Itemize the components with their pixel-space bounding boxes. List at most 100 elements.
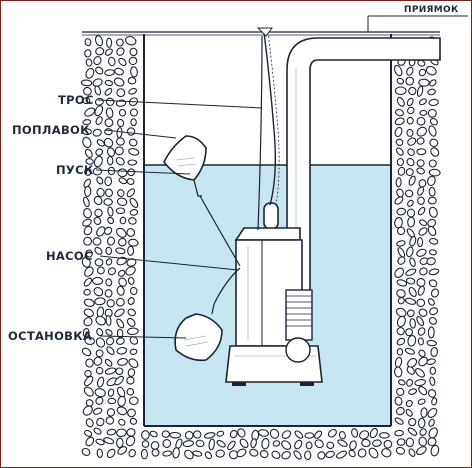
gravel-stone [126,178,134,186]
gravel-stone [406,309,415,318]
gravel-stone [429,138,439,148]
gravel-stone [192,450,202,457]
gravel-stone [407,427,418,437]
gravel-stone [117,396,126,407]
gravel-stone [114,145,125,156]
gravel-stone [394,367,402,378]
gravel-stone [129,397,138,405]
gravel-stone [216,430,224,436]
gravel-stone [92,55,102,65]
gravel-stone [380,447,392,458]
gravel-stone [83,298,95,308]
label-pump: НАСОС [46,249,93,263]
label-rope: ТРОС [58,93,94,107]
gravel-stone [105,328,113,336]
gravel-stone [127,328,138,335]
gravel-stone [83,265,95,277]
gravel-stone [108,398,116,404]
gravel-stone [106,448,117,459]
gravel-stone [406,157,416,167]
gravel-stone [118,177,127,185]
gravel-stone [107,38,112,47]
gravel-stone [406,97,414,106]
gravel-stone [429,187,436,196]
gravel-stone [125,435,137,447]
gravel-stone [93,356,103,366]
gravel-stone [335,450,347,460]
gravel-stone [84,436,95,447]
gravel-stone [417,206,426,216]
gravel-stone [394,357,402,368]
gravel-stone [115,137,125,147]
gravel-stone [104,198,113,205]
gravel-stone [396,279,407,287]
gravel-stone [281,429,292,440]
gravel-stone [127,168,136,177]
gravel-stone [126,227,136,237]
gravel-stone [104,87,113,96]
gravel-stone [83,208,93,219]
gravel-stone [259,449,269,459]
gravel-stone [81,136,92,149]
gravel-stone [415,126,428,138]
gravel-stone [395,138,404,146]
gravel-stone [418,68,427,77]
gravel-stone [130,287,138,296]
gravel-stone [128,138,138,147]
gravel-stone [126,187,136,198]
gravel-stone [429,117,438,126]
gravel-stone [395,446,405,455]
gravel-stone [95,417,105,427]
gravel-stone [419,219,428,227]
gravel-stone [94,297,105,305]
gravel-stone [394,117,405,126]
gravel-stone [104,69,114,76]
label-pit: ПРИЯМОК [404,5,459,15]
gravel-stone [249,448,259,457]
gravel-stone [115,46,125,56]
gravel-stone [393,266,405,279]
gravel-stone [417,285,426,296]
gravel-stone [396,255,406,265]
gravel-stone [418,179,427,188]
gravel-stone [128,160,137,165]
gravel-stone [416,186,424,196]
gravel-stone [414,379,426,387]
gravel-stone [428,109,436,117]
gravel-stone [417,149,426,155]
gravel-stone [116,337,125,345]
gravel-stone [427,298,435,307]
gravel-stone [141,449,147,459]
gravel-stone [163,439,171,447]
gravel-stone [417,159,425,166]
gravel-stone [130,66,138,77]
gravel-stone [396,315,407,327]
gravel-stone [126,408,137,419]
gravel-stone [239,438,250,449]
gravel-stone [426,257,435,265]
gravel-stone [416,167,425,175]
gravel-stone [306,442,312,449]
gravel-stone [117,358,128,367]
gravel-stone [428,327,434,338]
gravel-stone [85,359,93,368]
gravel-stone [416,137,425,145]
gravel-stone [116,406,128,417]
gravel-stone [94,396,104,406]
gravel-stone [396,208,405,216]
gravel-stone [429,307,439,316]
gravel-stone [406,379,414,387]
gravel-stone [408,175,417,186]
gravel-stone [108,388,115,396]
gravel-stone [107,156,113,165]
gravel-stone [408,388,417,396]
gravel-stone [116,438,123,448]
gravel-stone [407,209,415,218]
gravel-stone [92,128,102,137]
gravel-stone [408,448,416,458]
gravel-stone [428,159,438,169]
gravel-stone [127,357,139,369]
gravel-stone [407,148,416,157]
gravel-stone [126,387,135,396]
